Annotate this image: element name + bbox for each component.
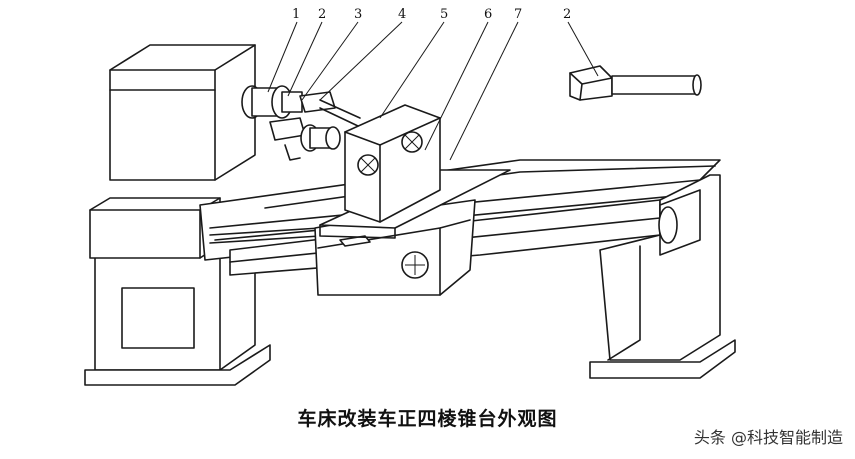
callout-5: 5 xyxy=(440,7,448,22)
callout-6: 6 xyxy=(484,7,492,22)
apron-left xyxy=(89,197,221,259)
watermark: 头条 @科技智能制造 xyxy=(693,428,843,447)
spindle-assembly xyxy=(241,85,361,161)
tool-2-detail xyxy=(569,65,702,101)
callout-7: 7 xyxy=(514,7,522,22)
callout-3: 3 xyxy=(354,7,362,22)
right-pedestal xyxy=(589,174,736,379)
left-pedestal xyxy=(84,234,271,386)
callout-1: 1 xyxy=(292,7,300,22)
callout-2: 2 xyxy=(318,7,326,22)
figure-caption: 车床改装车正四棱锥台外观图 xyxy=(297,408,558,430)
headstock xyxy=(109,44,256,181)
callout-4: 4 xyxy=(398,7,406,22)
tool-holder xyxy=(344,104,441,223)
callout-numbers: 1 2 3 4 5 6 7 2 xyxy=(292,7,571,22)
callout-leaders xyxy=(267,21,599,161)
callout-tool-2: 2 xyxy=(563,7,571,22)
